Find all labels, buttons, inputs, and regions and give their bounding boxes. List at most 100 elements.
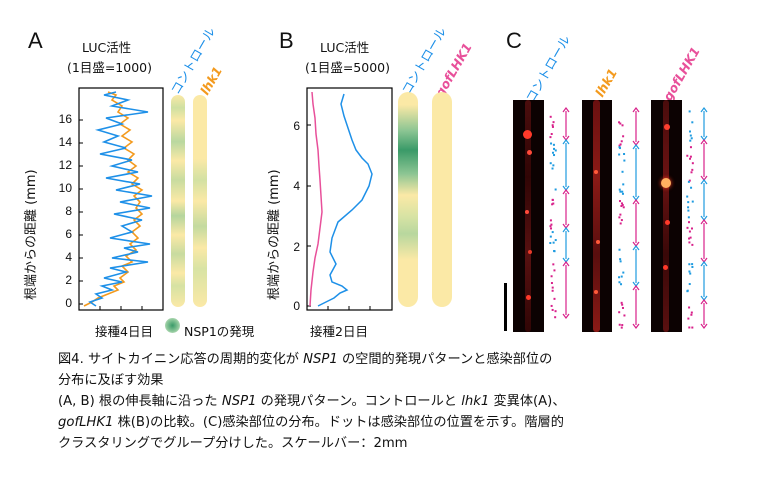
panel-b-luc-scale: (1目盛=5000) [305,60,390,75]
site-dot [554,149,557,152]
y-tick: 0 [293,299,300,313]
panel-b-ticks [307,124,371,310]
panel-b-letter: B [279,28,294,53]
site-dot [618,216,621,219]
cluster-arrowhead [700,219,708,225]
site-dot [553,154,556,157]
site-dot [621,190,624,193]
site-dot [619,258,622,261]
panel-a-luc-title: LUC活性 [82,40,132,55]
site-dot [689,134,692,137]
site-dot [688,306,691,309]
site-dot [688,110,691,113]
panel-c-letter: C [506,28,522,53]
site-dot [549,235,552,238]
cluster-arrowhead [632,323,640,329]
site-dot [551,124,554,127]
site-dot [623,159,626,162]
caption-line-5: クラスタリングでグループ分けした。スケールバー：2mm [58,436,408,451]
site-dot [621,324,624,327]
site-dot [550,142,553,145]
caption-gene-name: gofLHK1 [58,415,114,430]
caption-gene-name: NSP1 [221,394,257,409]
scale-bar [504,283,507,331]
site-dot [621,170,624,173]
cluster-arrowhead [700,261,708,267]
site-dot [690,137,693,140]
site-dot [690,313,693,316]
site-dot [552,263,555,266]
site-dot [550,282,553,285]
site-dot [623,314,626,317]
y-tick: 8 [65,204,72,218]
y-tick: 0 [65,296,72,310]
site-dot [551,308,554,311]
site-dot [687,206,690,209]
site-dot [686,154,689,157]
panel-b-control-line [317,93,373,307]
site-dot [688,130,691,133]
site-dot [550,275,553,278]
caption-gene-name: NSP1 [303,352,338,367]
site-dot [551,151,554,154]
cluster-arrowhead [700,179,708,185]
site-dot [619,143,622,146]
caption-text: (A, B) 根の伸長軸に沿った [58,394,218,409]
panel-b-y-ticks: 0 2 4 6 [280,97,300,317]
site-dot [688,179,691,182]
site-dot [621,192,624,195]
site-dot [551,203,554,206]
site-dot [691,168,694,171]
cluster-arrowhead [700,323,708,329]
panel-a-letter: A [28,28,43,53]
cluster-arrowhead [700,299,708,305]
site-dot [552,121,555,124]
site-dot [549,219,552,222]
panel-b-goflhk1-line [309,91,323,307]
panel-c-lhk1-micrograph [582,100,612,332]
cluster-arrowhead [632,199,640,205]
site-dot [622,271,625,274]
site-dot [690,227,693,230]
site-dot [689,157,692,160]
site-dot [550,223,553,226]
panel-a-luc-scale: (1目盛=1000) [67,60,152,75]
site-dot [689,236,692,239]
panel-a-lhk1-root [193,95,207,307]
site-dot [551,286,554,289]
site-dot [691,243,694,246]
site-dot [688,326,691,329]
y-tick: 10 [58,181,72,195]
y-tick: 16 [58,112,72,126]
site-dot [691,263,694,266]
panel-c-goflhk1-micrograph [651,100,682,332]
site-dot [554,239,557,242]
site-dot [553,249,556,252]
cluster-arrowhead [562,261,570,267]
site-dot [618,200,621,203]
panel-a-control-line [88,91,153,307]
site-dot [619,213,622,216]
site-dot [551,198,554,201]
nsp1-legend-swatch [165,318,180,333]
site-dot [553,269,556,272]
site-dot [686,226,689,229]
cluster-arrowhead [632,285,640,291]
caption-text: 図4. サイトカイニン応答の周期的変化が [58,352,299,367]
y-tick: 6 [293,119,300,133]
site-dot [550,133,553,136]
panel-b-luc-title: LUC活性 [320,40,370,55]
site-dot [689,146,692,149]
y-tick: 12 [58,158,72,172]
site-dot [691,121,694,124]
site-dot [618,153,621,156]
panel-a-control-root [171,95,185,307]
y-tick: 2 [65,273,72,287]
cluster-arrowhead [562,107,570,113]
site-dot [618,323,621,326]
caption-text: 株(B)の比較。(C)感染部位の分布。ドットは感染部位の位置を示す。階層的 [117,415,564,430]
cluster-arrowhead [700,107,708,113]
site-dot [551,289,554,292]
site-dot [553,297,556,300]
site-dot [688,237,691,240]
